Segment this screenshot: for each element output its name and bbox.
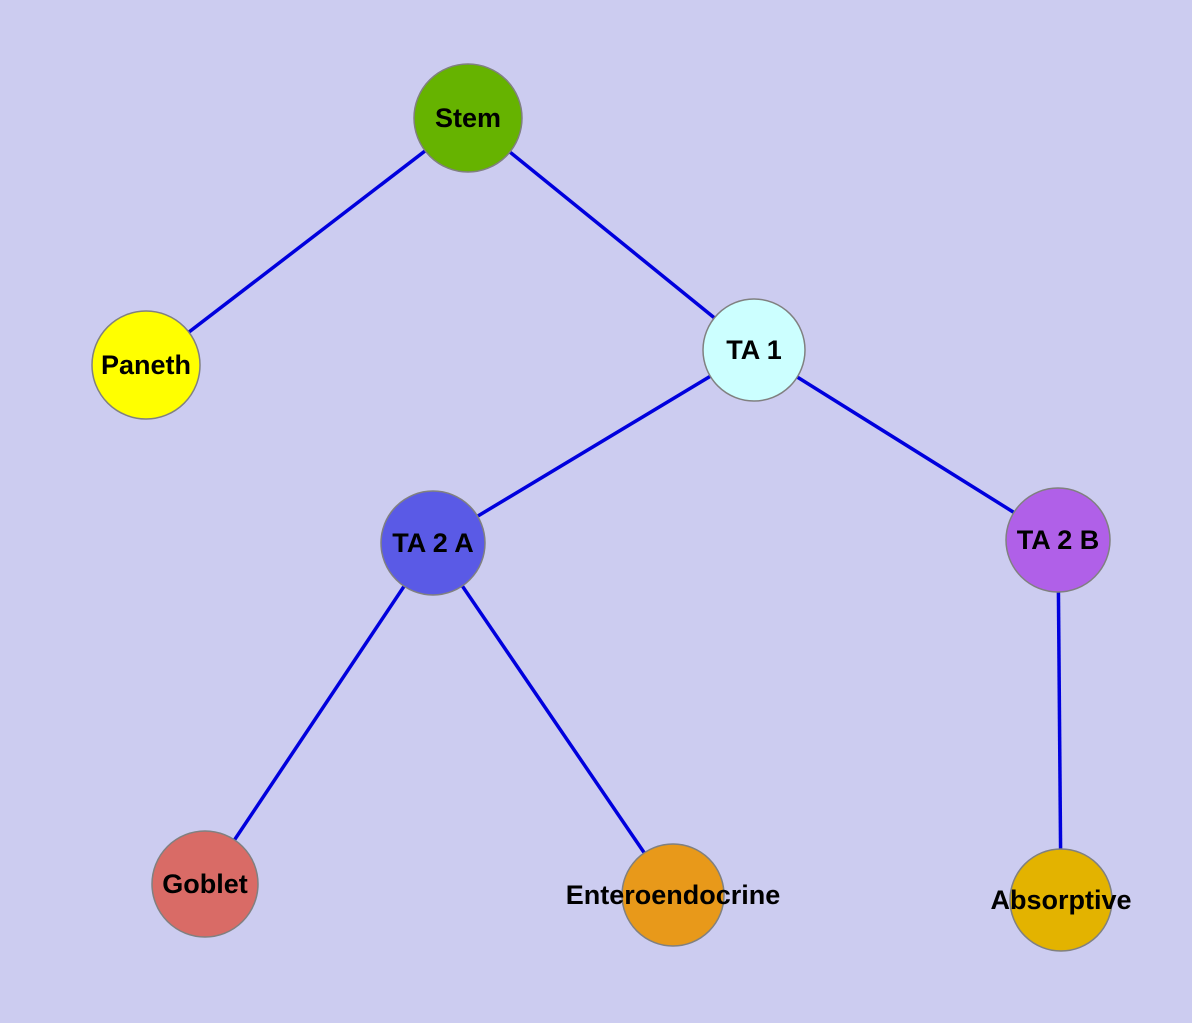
node-stem[interactable]: Stem bbox=[413, 63, 523, 173]
node-circle-ta1[interactable] bbox=[702, 298, 806, 402]
node-absorptive[interactable]: Absorptive bbox=[990, 848, 1132, 952]
node-label-goblet: Goblet bbox=[162, 869, 248, 899]
node-goblet[interactable]: Goblet bbox=[151, 830, 259, 938]
node-label-enteroendocrine: Enteroendocrine bbox=[566, 880, 781, 910]
node-circle-paneth[interactable] bbox=[91, 310, 201, 420]
node-circle-absorptive[interactable] bbox=[1009, 848, 1113, 952]
node-circle-ta2a[interactable] bbox=[380, 490, 486, 596]
edge-stem-paneth bbox=[144, 116, 470, 367]
edge-ta2a-enteroendocrine bbox=[431, 542, 675, 896]
node-label-paneth: Paneth bbox=[101, 350, 191, 380]
edge-ta1-ta2a bbox=[432, 348, 755, 545]
node-circle-goblet[interactable] bbox=[151, 830, 259, 938]
edge-stem-ta1 bbox=[466, 116, 756, 352]
node-label-stem: Stem bbox=[435, 103, 501, 133]
node-label-ta2a: TA 2 A bbox=[392, 528, 474, 558]
edge-ta1-ta2b bbox=[753, 348, 1059, 542]
node-circle-stem[interactable] bbox=[413, 63, 523, 173]
node-circle-enteroendocrine[interactable] bbox=[621, 843, 725, 947]
edge-ta2a-goblet bbox=[203, 542, 435, 885]
node-ta2a[interactable]: TA 2 A bbox=[380, 490, 486, 596]
node-paneth[interactable]: Paneth bbox=[91, 310, 201, 420]
node-label-ta1: TA 1 bbox=[726, 335, 782, 365]
node-circle-ta2b[interactable] bbox=[1005, 487, 1111, 593]
node-ta2b[interactable]: TA 2 B bbox=[1005, 487, 1111, 593]
node-label-absorptive: Absorptive bbox=[990, 885, 1131, 915]
edge-layer bbox=[144, 116, 1063, 901]
node-enteroendocrine[interactable]: Enteroendocrine bbox=[566, 843, 781, 947]
node-ta1[interactable]: TA 1 bbox=[702, 298, 806, 402]
node-label-ta2b: TA 2 B bbox=[1017, 525, 1100, 555]
edge-ta2b-absorptive bbox=[1056, 539, 1063, 901]
